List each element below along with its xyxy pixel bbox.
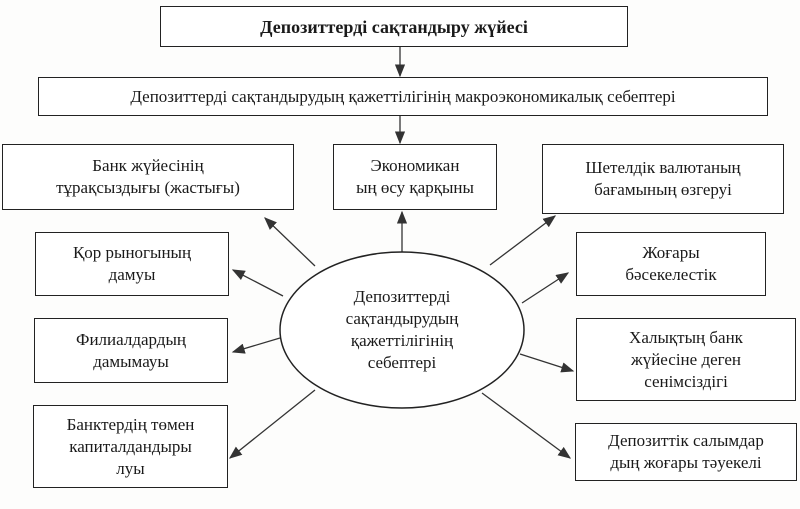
subtitle-box: Депозиттерді сақтандырудың қажеттілігіні… xyxy=(38,77,768,116)
arrow-to-capitalization xyxy=(228,389,316,459)
arrow-to-deposit-risk xyxy=(481,392,572,459)
box-line: дамуы xyxy=(108,265,156,284)
box-bank-instability: Банк жүйесінің тұрақсыздығы (жастығы) xyxy=(2,144,294,210)
box-line: Қор рыногының xyxy=(72,243,192,262)
center-label: Депозиттерді сақтандырудың қажеттілігіні… xyxy=(280,252,524,408)
box-line: дамымауы xyxy=(93,351,169,371)
box-line: ың өсу қарқыны xyxy=(356,178,474,197)
box-line: Банктердің төмен xyxy=(66,414,195,434)
center-line: себептері xyxy=(367,353,437,372)
box-deposit-risk: Депозиттік салымдар дың жоғары тәуекелі xyxy=(575,423,797,481)
center-ellipse xyxy=(279,251,525,409)
box-branches: Филиалдардың дамымауы xyxy=(34,318,228,383)
arrow-to-competition xyxy=(521,272,570,304)
box-stock-market: Қор рыногының дамуы xyxy=(35,232,229,296)
arrow-to-currency xyxy=(489,215,557,266)
box-line: Депозиттік салымдар xyxy=(608,431,764,450)
box-line: луы xyxy=(116,458,145,478)
arrow-to-stock-market xyxy=(231,269,284,297)
subtitle-text: Депозиттерді сақтандырудың қажеттілігіні… xyxy=(130,86,676,106)
box-line: тұрақсыздығы (жастығы) xyxy=(56,178,240,197)
box-capitalization: Банктердің төмен капиталдандыры луы xyxy=(33,405,228,488)
box-line: Филиалдардың xyxy=(76,329,186,349)
box-line: бағамының өзгеруі xyxy=(594,180,732,199)
arrow-to-bank-instability xyxy=(264,217,316,267)
box-line: капиталдандыры xyxy=(69,436,192,456)
box-line: Шетелдік валютаның xyxy=(585,158,741,177)
box-line: Жоғары xyxy=(642,243,700,262)
arrow-to-distrust xyxy=(519,353,575,373)
box-line: жүйесіне деген xyxy=(630,349,742,369)
box-currency-rate: Шетелдік валютаның бағамының өзгеруі xyxy=(542,144,784,214)
arrow-to-branches xyxy=(231,337,281,354)
center-line: қажеттілігінің xyxy=(350,331,454,350)
center-line: сақтандырудың xyxy=(345,309,459,328)
center-line: Депозиттерді xyxy=(353,287,451,306)
box-line: Банк жүйесінің xyxy=(92,156,204,175)
box-line: Халықтың банк xyxy=(629,327,743,347)
title-box: Депозиттерді сақтандыру жүйесі xyxy=(160,6,628,47)
title-text: Депозиттерді сақтандыру жүйесі xyxy=(260,16,528,37)
box-line: сенімсіздігі xyxy=(644,371,728,391)
box-line: дың жоғары тәуекелі xyxy=(610,453,762,472)
box-line: Экономикан xyxy=(370,156,460,175)
box-distrust: Халықтың банк жүйесіне деген сенімсіздіг… xyxy=(576,318,796,401)
box-competition: Жоғары бәсекелестік xyxy=(576,232,766,296)
box-economy-growth: Экономикан ың өсу қарқыны xyxy=(333,144,497,210)
box-line: бәсекелестік xyxy=(625,265,717,284)
